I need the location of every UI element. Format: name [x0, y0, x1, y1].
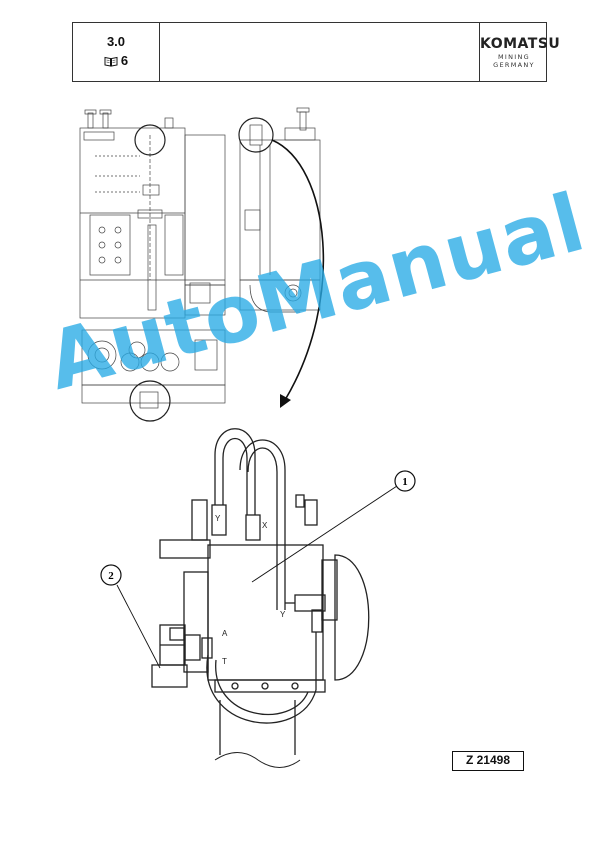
callout-1-number: 1: [402, 476, 408, 488]
port-label-y-left: Y: [215, 514, 221, 523]
section-number: 3.0: [106, 34, 126, 49]
logo-cell: KOMATSU MINING GERMANY: [480, 23, 561, 81]
callout-2-circle: [100, 564, 122, 586]
port-label-y-right: Y: [280, 610, 286, 619]
overview-front-view: [79, 109, 226, 319]
title-cell: [160, 23, 480, 81]
page-header: 3.0 6 KOMATSU MINING GERMANY: [72, 22, 561, 82]
callout-2-number: 2: [108, 570, 114, 582]
callout-2-leader: [116, 584, 161, 669]
logo-main-text: KOMATSU: [480, 36, 561, 52]
overview-bottom-view: [81, 329, 226, 422]
detail-arrow: [271, 139, 325, 401]
page-number-row: 6: [73, 53, 159, 68]
port-label-a: A: [222, 629, 228, 638]
page-number: 6: [120, 53, 129, 68]
logo-sub-text: MINING GERMANY: [493, 53, 535, 69]
valve-block-detail: [151, 428, 370, 768]
callout-1-circle: [394, 470, 416, 492]
book-icon: [104, 56, 118, 67]
drawing-reference-number: Z 21498: [452, 751, 524, 771]
overview-side-view: [238, 107, 321, 313]
detail-arrow-head: [280, 394, 291, 408]
callout-1-leader: [251, 485, 398, 583]
komatsu-logo: KOMATSU MINING GERMANY: [480, 36, 561, 69]
port-label-t: T: [222, 657, 227, 666]
port-label-x: X: [262, 521, 268, 530]
section-cell: 3.0 6: [73, 23, 160, 81]
